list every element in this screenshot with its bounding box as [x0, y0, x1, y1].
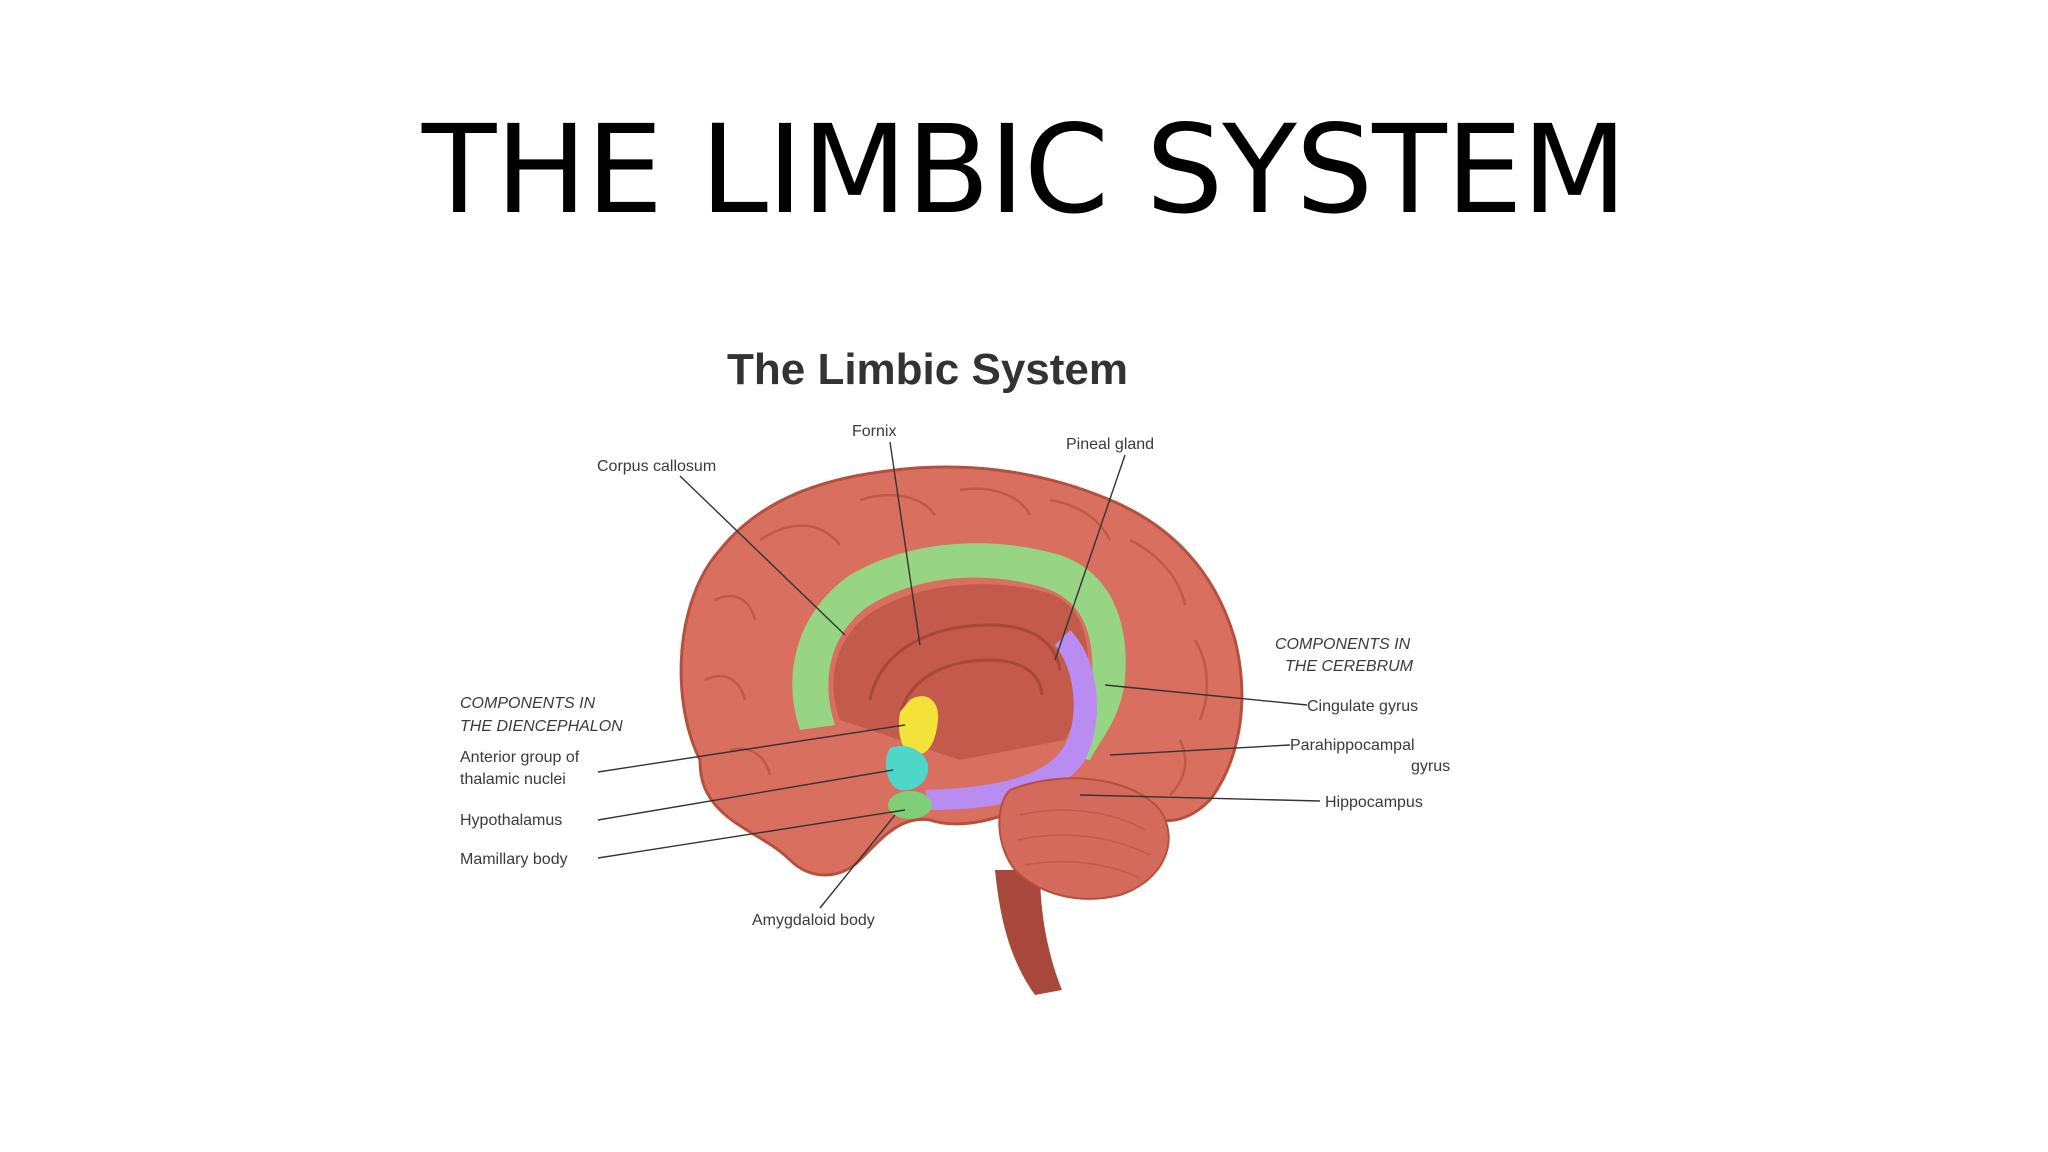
brain-stem	[995, 870, 1062, 995]
cerebellum	[998, 777, 1170, 900]
diagram-labels: Fornix Corpus callosum Pineal gland COMP…	[460, 423, 1450, 929]
anterior-thalamic-region	[898, 696, 939, 755]
label-pineal-gland: Pineal gland	[1066, 436, 1154, 453]
gyri-texture	[704, 487, 1209, 796]
label-cingulate-gyrus: Cingulate gyrus	[1307, 698, 1418, 715]
label-hypothalamus: Hypothalamus	[460, 812, 562, 829]
label-anterior-group-line1: Anterior group of	[460, 749, 580, 766]
label-anterior-group-line2: thalamic nuclei	[460, 771, 566, 788]
brain-illustration	[679, 465, 1244, 995]
leader-lines	[597, 441, 1321, 909]
inner-folds-2	[898, 658, 1044, 716]
label-components-diencephalon-line2: THE DIENCEPHALON	[460, 718, 623, 735]
label-components-cerebrum-line1: COMPONENTS IN	[1275, 636, 1411, 653]
label-mamillary-body: Mamillary body	[460, 851, 568, 868]
label-components-cerebrum-line2: THE CEREBRUM	[1285, 658, 1414, 675]
label-components-diencephalon-line1: COMPONENTS IN	[460, 695, 596, 712]
label-corpus-callosum: Corpus callosum	[597, 458, 716, 475]
cingulate-gyrus-region	[792, 543, 1126, 760]
diagram-title: The Limbic System	[727, 345, 1128, 394]
cerebellum-texture	[1017, 809, 1151, 879]
hippocampus-region	[925, 630, 1097, 810]
label-amygdaloid-body: Amygdaloid body	[752, 912, 875, 929]
hypothalamus-region	[885, 745, 929, 791]
label-parahippocampal-line2: gyrus	[1411, 758, 1450, 775]
label-fornix: Fornix	[852, 423, 896, 440]
label-hippocampus: Hippocampus	[1325, 794, 1423, 811]
label-parahippocampal-line1: Parahippocampal	[1290, 737, 1415, 754]
amygdala-region	[888, 791, 932, 819]
inner-folds	[868, 623, 1062, 701]
corpus-callosum-region	[833, 584, 1089, 760]
slide-title: THE LIMBIC SYSTEM	[421, 99, 1627, 241]
